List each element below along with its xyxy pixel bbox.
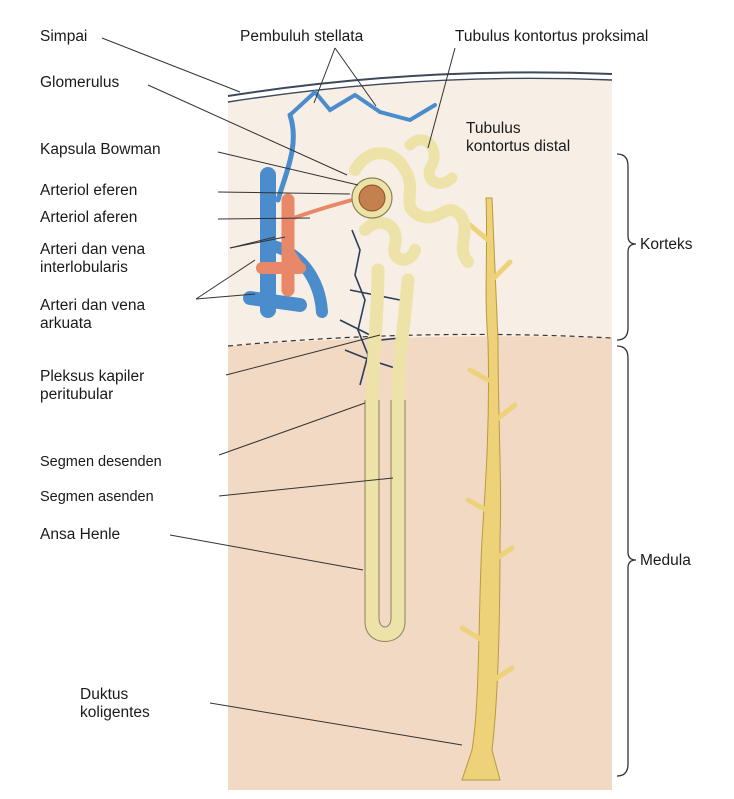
label-tubulus-kontortus-distal: Tubulus kontortus distal (466, 120, 576, 156)
label-simpai: Simpai (40, 28, 87, 46)
label-duktus-koligentes: Duktus koligentes (80, 686, 200, 722)
medula-brace (617, 346, 636, 776)
glomerulus (359, 185, 385, 211)
label-segmen-asenden: Segmen asenden (40, 488, 154, 506)
label-pleksus-kapiler-peritubular: Pleksus kapiler peritubular (40, 368, 180, 404)
label-arteriol-aferen: Arteriol aferen (40, 209, 137, 227)
label-medula: Medula (640, 552, 691, 570)
label-korteks: Korteks (640, 236, 693, 254)
label-arteriol-eferen: Arteriol eferen (40, 182, 137, 200)
label-pembuluh-stellata: Pembuluh stellata (240, 28, 363, 46)
label-glomerulus: Glomerulus (40, 74, 119, 92)
medulla-region (228, 336, 612, 790)
korteks-brace (617, 154, 636, 340)
label-segmen-desenden: Segmen desenden (40, 453, 162, 471)
label-tubulus-kontortus-proksimal: Tubulus kontortus proksimal (455, 28, 648, 46)
label-arteri-vena-arkuata: Arteri dan vena arkuata (40, 297, 190, 333)
label-kapsula-bowman: Kapsula Bowman (40, 141, 161, 159)
label-ansa-henle: Ansa Henle (40, 526, 120, 544)
label-arteri-vena-interlobularis: Arteri dan vena interlobularis (40, 241, 210, 277)
